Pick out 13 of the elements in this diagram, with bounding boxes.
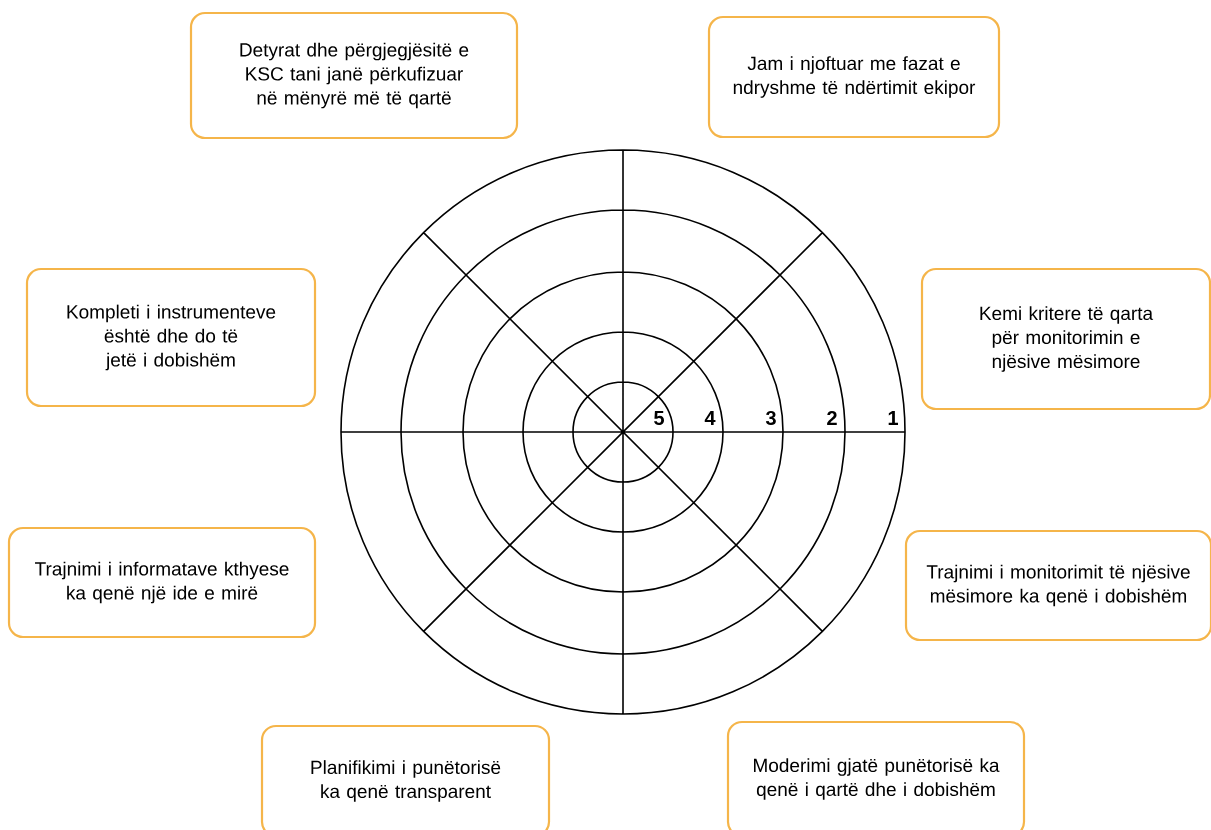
text-box: Detyrat dhe përgjegjësitë e KSC tani janë përkufizuar në mënyrë më të qartë	[189, 11, 519, 140]
scale-number: 5	[654, 411, 664, 425]
text-box: Trajnimi i monitorimit të njësive mësimore ka qenë i dobishëm	[904, 529, 1211, 642]
text-box: Moderimi gjatë punëtorisë ka qenë i qartë dhe i dobishëm	[726, 720, 1026, 830]
text-box: Jam i njoftuar me fazat e ndryshme të ndërtimit ekipor	[707, 15, 1001, 139]
text-box: Trajnimi i informatave kthyese ka qenë një ide e mirë	[7, 526, 317, 639]
scale-number: 2	[827, 411, 837, 425]
scale-number: 1	[888, 411, 898, 425]
text-box: Kompleti i instrumenteve është dhe do të jetë i dobishëm	[25, 267, 317, 408]
text-box: Kemi kritere të qarta për monitorimin e njësive mësimore	[920, 267, 1211, 411]
scale-number: 3	[765, 410, 776, 426]
text-box: Planifikimi i punëtorisë ka qenë transparent	[260, 724, 551, 830]
scale-number: 4	[704, 411, 716, 425]
